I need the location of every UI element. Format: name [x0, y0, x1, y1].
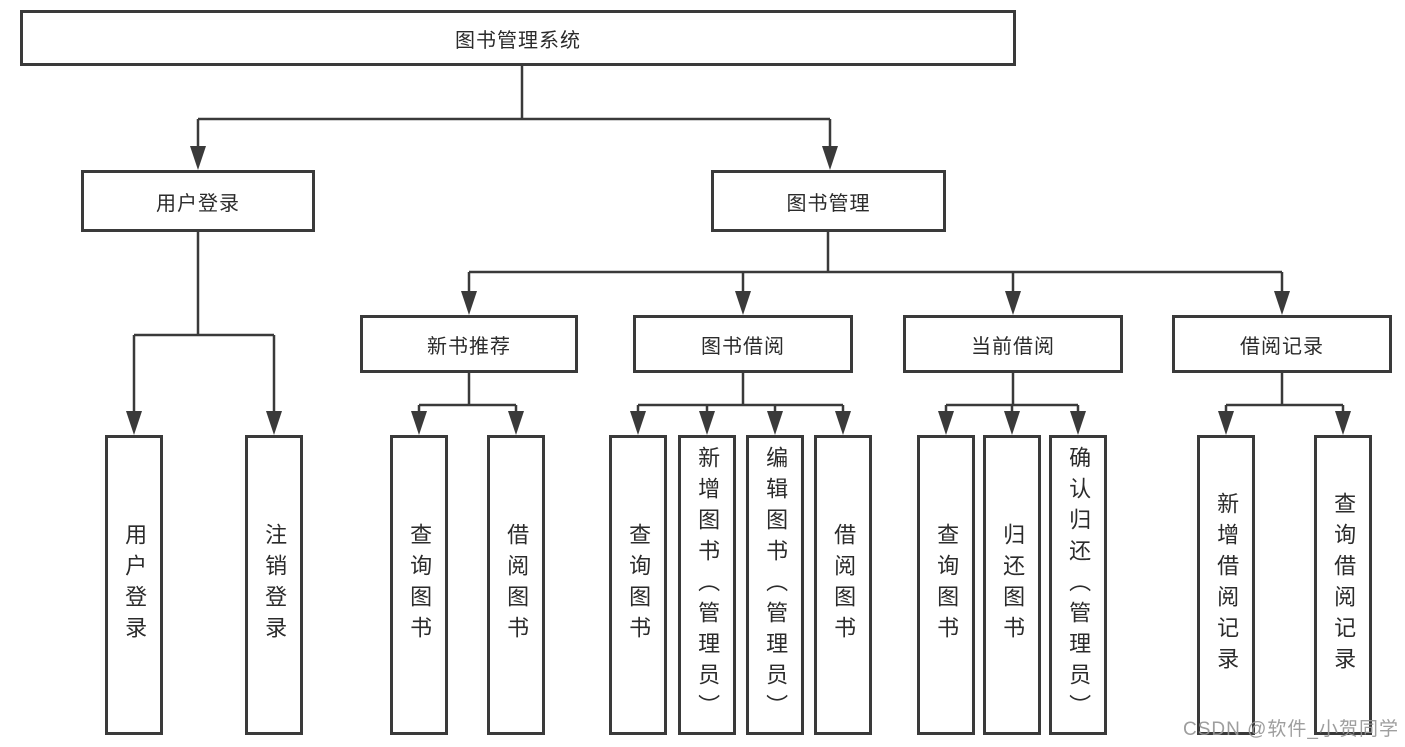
- node-book-management: 图书管理: [711, 170, 946, 232]
- node-book-borrow: 图书借阅: [633, 315, 853, 373]
- leaf-bb-edit-books-admin: 编辑图书（管理员）: [746, 435, 804, 735]
- leaf-cb-confirm-return-admin-label: 确认归还（管理员）: [1066, 445, 1092, 725]
- node-new-book-recommend-label: 新书推荐: [427, 335, 511, 358]
- node-borrow-records: 借阅记录: [1172, 315, 1392, 373]
- leaf-nbr-query-books: 查询图书: [390, 435, 448, 735]
- leaf-cb-return-books: 归还图书: [983, 435, 1041, 735]
- leaf-br-add-record: 新增借阅记录: [1197, 435, 1255, 735]
- leaf-br-query-record-label: 查询借阅记录: [1331, 492, 1357, 678]
- leaf-cb-query-books-label: 查询图书: [934, 523, 960, 647]
- leaf-bb-edit-books-admin-label: 编辑图书（管理员）: [763, 445, 789, 725]
- node-root-label: 图书管理系统: [455, 29, 581, 52]
- edge-userlogin-to-leaves: [132, 232, 276, 421]
- leaf-br-query-record: 查询借阅记录: [1314, 435, 1372, 735]
- leaf-nbr-borrow-books: 借阅图书: [487, 435, 545, 735]
- node-current-borrow-label: 当前借阅: [971, 335, 1055, 358]
- leaf-nbr-query-books-label: 查询图书: [407, 523, 433, 647]
- node-new-book-recommend: 新书推荐: [360, 315, 578, 373]
- csdn-watermark: CSDN @软件_小贺同学: [1183, 719, 1399, 740]
- leaf-bb-add-books-admin: 新增图书（管理员）: [678, 435, 736, 735]
- node-user-login: 用户登录: [81, 170, 315, 232]
- leaf-logout-label: 注销登录: [262, 523, 288, 647]
- leaf-bb-borrow-books: 借阅图书: [814, 435, 872, 735]
- leaf-bb-borrow-books-label: 借阅图书: [831, 523, 857, 647]
- edge-bookborrow-to-leaves: [636, 373, 845, 421]
- node-current-borrow: 当前借阅: [903, 315, 1123, 373]
- node-user-login-label: 用户登录: [156, 192, 240, 215]
- node-book-borrow-label: 图书借阅: [701, 335, 785, 358]
- leaf-cb-query-books: 查询图书: [917, 435, 975, 735]
- leaf-bb-query-books: 查询图书: [609, 435, 667, 735]
- edge-newbook-to-leaves: [417, 373, 518, 421]
- leaf-user-login: 用户登录: [105, 435, 163, 735]
- leaf-nbr-borrow-books-label: 借阅图书: [504, 523, 530, 647]
- leaf-bb-query-books-label: 查询图书: [626, 523, 652, 647]
- edge-bookmgmt-to-level3: [467, 232, 1284, 301]
- node-root: 图书管理系统: [20, 10, 1016, 66]
- leaf-bb-add-books-admin-label: 新增图书（管理员）: [695, 445, 721, 725]
- leaf-logout: 注销登录: [245, 435, 303, 735]
- leaf-user-login-label: 用户登录: [122, 523, 148, 647]
- leaf-br-add-record-label: 新增借阅记录: [1214, 492, 1240, 678]
- arrowheads: [126, 146, 1351, 435]
- edge-records-to-leaves: [1224, 373, 1345, 421]
- edge-root-to-level2: [196, 66, 832, 156]
- node-borrow-records-label: 借阅记录: [1240, 335, 1324, 358]
- leaf-cb-return-books-label: 归还图书: [1000, 523, 1026, 647]
- node-book-management-label: 图书管理: [786, 192, 871, 215]
- leaf-cb-confirm-return-admin: 确认归还（管理员）: [1049, 435, 1107, 735]
